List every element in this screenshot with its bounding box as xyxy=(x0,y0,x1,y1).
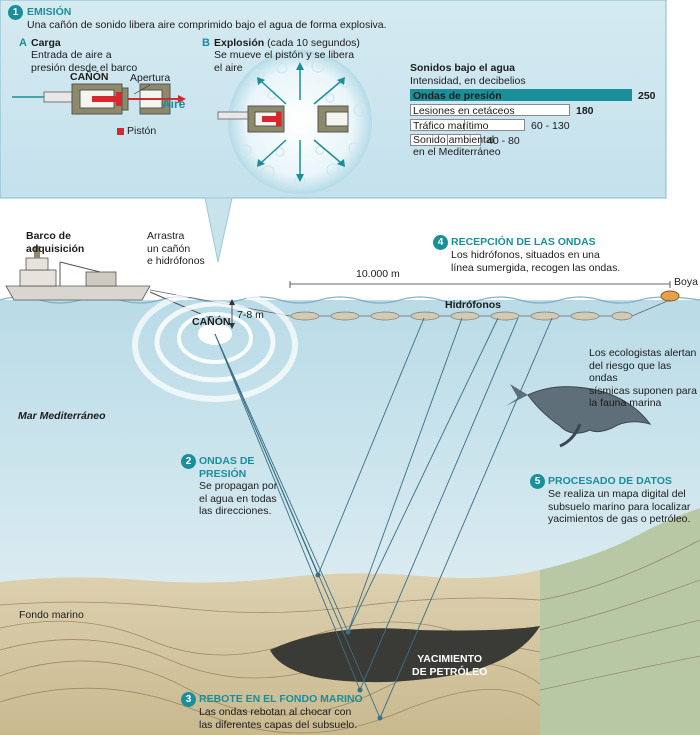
sound-bar-value: 250 xyxy=(638,90,656,102)
sound-bar xyxy=(410,89,632,101)
step-3-title: REBOTE EN EL FONDO MARINO xyxy=(199,693,363,705)
sound-bar-label: Sonido ambiental en el Mediterráneo xyxy=(413,134,501,158)
step-1-badge: 1 xyxy=(8,5,23,20)
step-a-title: Carga xyxy=(31,37,61,49)
sea xyxy=(0,296,700,600)
sound-bar xyxy=(410,119,525,131)
step-1-text: Una cañón de sonido libera aire comprimi… xyxy=(27,19,387,31)
ray-bounce-points xyxy=(315,572,383,721)
sound-bar xyxy=(410,134,481,146)
piston-legend-swatch xyxy=(117,128,124,135)
step-2-badge: 2 xyxy=(181,454,196,469)
step-b-title: Explosión xyxy=(214,37,265,49)
sound-bar-value: 60 - 130 xyxy=(531,120,570,132)
sound-bar-range-start xyxy=(447,135,448,145)
pressure-wave-rings xyxy=(132,288,298,402)
acquisition-ship xyxy=(5,246,211,319)
piston-label: Pistón xyxy=(127,125,157,137)
oil-field-label: YACIMIENTO DE PETRÓLEO xyxy=(412,653,488,678)
step-b-title-line: Explosión (cada 10 segundos) xyxy=(214,37,360,50)
step-2-title: ONDAS DE PRESIÓN xyxy=(199,455,255,480)
step-b-text: Se mueve el pistón y se libera el aire xyxy=(214,49,355,74)
sound-bar-label: Ondas de presión xyxy=(413,90,502,102)
cannon-diagram-explosion xyxy=(217,50,372,194)
opening-label: Apertura xyxy=(130,72,171,84)
sound-bar xyxy=(410,104,570,116)
ship-tow-text: Arrastra un cañón e hidrófonos xyxy=(147,230,205,267)
step-a-letter: A xyxy=(19,37,27,49)
sound-bar-value: 40 - 80 xyxy=(487,135,520,147)
step-b-title-suffix: (cada 10 segundos) xyxy=(264,37,360,49)
step-3-badge: 3 xyxy=(181,692,196,707)
step-3-text: Las ondas rebotan al chocar con las dife… xyxy=(199,706,358,731)
sound-chart-subtitle: Intensidad, en decibelios xyxy=(410,75,526,87)
oil-field xyxy=(270,626,540,683)
cannon-label: CAÑÓN xyxy=(70,71,109,83)
depth-label: 7-8 m xyxy=(237,309,264,321)
step-5-text: Se realiza un mapa digital del subsuelo … xyxy=(548,488,691,525)
step-b-letter: B xyxy=(202,37,210,49)
whale xyxy=(506,384,652,448)
sound-bar-label: Tráfico marítimo xyxy=(413,120,489,132)
seabed xyxy=(0,508,700,735)
sound-bar-value: 180 xyxy=(576,105,594,117)
step-1-title: EMISIÓN xyxy=(27,6,72,18)
step-4-text: Los hidrófonos, situados en una línea su… xyxy=(451,249,621,274)
step-5-title: PROCESADO DE DATOS xyxy=(548,475,672,487)
sound-bar-range-start xyxy=(464,120,465,130)
air-label: Aire xyxy=(162,97,186,111)
step-2-text: Se propagan por el agua en todas las dir… xyxy=(199,480,278,517)
sound-bar-label: Lesiones en cetáceos xyxy=(413,105,515,117)
cannon-diagram-loading xyxy=(12,83,186,135)
ship-title: Barco de adquisición xyxy=(26,230,85,255)
callout-pointer xyxy=(204,197,233,263)
buoy-label: Boya xyxy=(674,276,698,288)
seabed-label: Fondo marino xyxy=(19,609,84,621)
sea-label: Mar Mediterráneo xyxy=(18,410,106,422)
depth-marker xyxy=(229,299,235,329)
step-4-title: RECEPCIÓN DE LAS ONDAS xyxy=(451,236,596,248)
ecologists-text: Los ecologistas alertan del riesgo que l… xyxy=(589,347,697,409)
distance-label: 10.000 m xyxy=(356,268,400,280)
seismic-rays xyxy=(214,317,553,719)
step-5-badge: 5 xyxy=(530,474,545,489)
step-4-badge: 4 xyxy=(433,235,448,250)
hydrophones-label: Hidrófonos xyxy=(445,299,501,311)
buoy xyxy=(660,290,680,302)
hydrophone-line xyxy=(149,281,680,321)
sound-chart-title: Sonidos bajo el agua xyxy=(410,62,516,74)
step-a-text: Entrada de aire a presión desde el barco xyxy=(31,49,138,74)
underwater-cannon-label: CAÑÓN xyxy=(192,316,231,328)
